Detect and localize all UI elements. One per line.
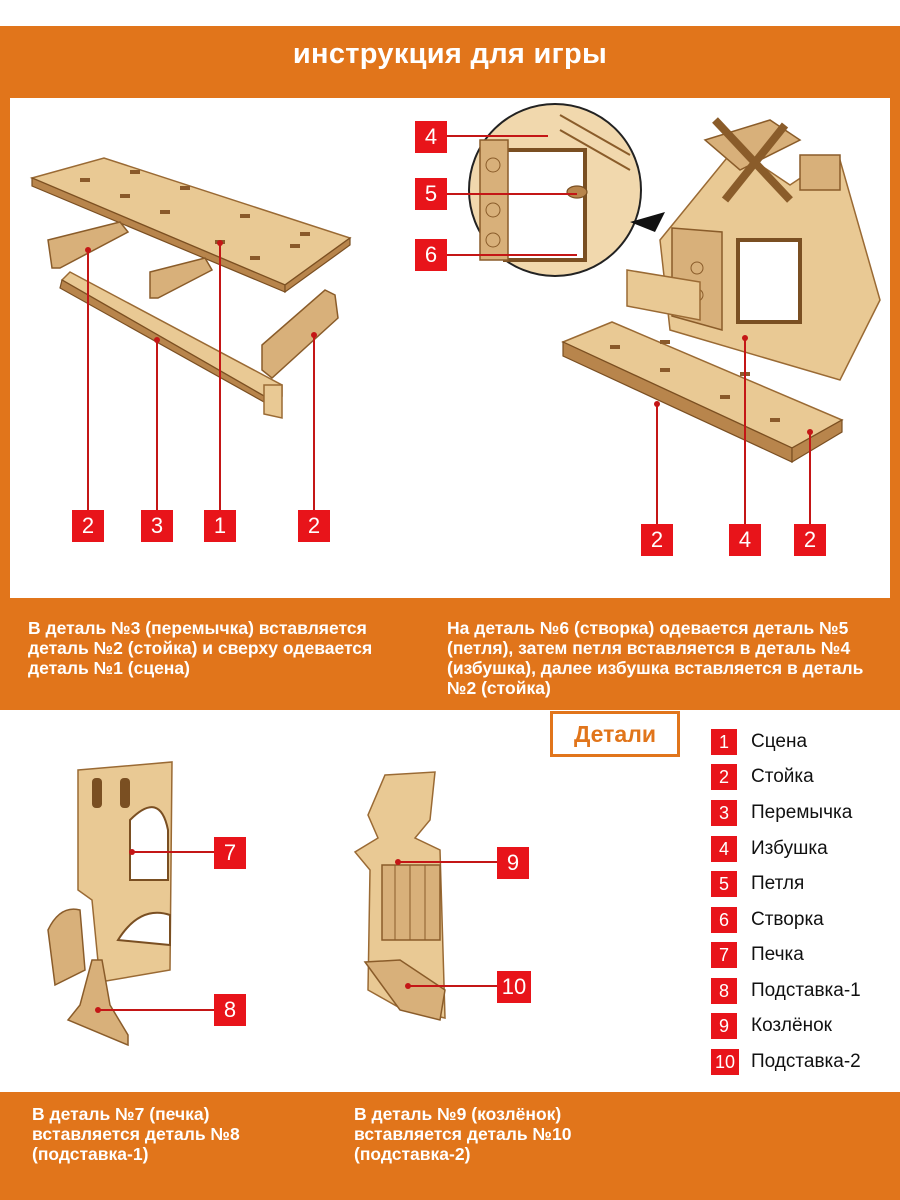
legend-number: 4 <box>711 836 737 862</box>
callout-badge-4: 4 <box>729 524 761 556</box>
legend-label: Печка <box>751 944 804 965</box>
legend-number: 3 <box>711 800 737 826</box>
callout-badge-6: 6 <box>415 239 447 271</box>
callout-badge-2: 2 <box>794 524 826 556</box>
legend-number: 10 <box>711 1049 739 1075</box>
callout-badge-10: 10 <box>497 971 531 1003</box>
legend-number: 7 <box>711 942 737 968</box>
legend-label: Перемычка <box>751 802 853 823</box>
hut-window <box>736 238 802 324</box>
bear-figure <box>47 908 86 987</box>
legend-label: Избушка <box>751 838 828 859</box>
zoom-pointer-arrow <box>630 212 665 232</box>
bottom-orange-band <box>0 1092 900 1200</box>
step-4-caption: В деталь №9 (козлёнок) вставляется детал… <box>354 1104 572 1164</box>
callout-badge-2: 2 <box>641 524 673 556</box>
step-3-caption: В деталь №7 (печка) вставляется деталь №… <box>32 1104 240 1164</box>
legend-label: Створка <box>751 909 824 930</box>
legend-label: Сцена <box>751 731 808 752</box>
legend-number: 1 <box>711 729 737 755</box>
stove-stand <box>66 959 129 1047</box>
right-stand <box>261 289 339 379</box>
legend-number: 2 <box>711 764 737 790</box>
stage-assembly-illustration <box>29 103 881 1047</box>
legend-number: 6 <box>711 907 737 933</box>
goat-stand <box>363 959 446 1021</box>
zoom-window <box>503 148 587 262</box>
legend-label: Подставка-1 <box>751 980 861 1001</box>
callout-badge-9: 9 <box>497 847 529 879</box>
callout-badge-5: 5 <box>415 178 447 210</box>
legend-label: Козлёнок <box>751 1015 832 1036</box>
step-2-caption: На деталь №6 (створка) одевается деталь … <box>447 618 864 698</box>
legend-number: 5 <box>711 871 737 897</box>
callout-badge-4: 4 <box>415 121 447 153</box>
left-stand <box>47 221 130 269</box>
callout-badge-2: 2 <box>72 510 104 542</box>
details-title-box: Детали <box>550 711 680 757</box>
step-1-caption: В деталь №3 (перемычка) вставляется дета… <box>28 618 373 678</box>
page-title: инструкция для игры <box>292 38 608 70</box>
callout-badge-3: 3 <box>141 510 173 542</box>
callout-badge-1: 1 <box>204 510 236 542</box>
legend-label: Стойка <box>751 766 814 787</box>
hinge-detail <box>566 185 588 199</box>
callout-badge-7: 7 <box>214 837 246 869</box>
hut-fence <box>626 269 701 321</box>
legend-label: Подставка-2 <box>751 1051 861 1072</box>
legend-number: 9 <box>711 1013 737 1039</box>
callout-badge-2: 2 <box>298 510 330 542</box>
chimney <box>799 154 841 191</box>
legend-label: Петля <box>751 873 805 894</box>
legend-number: 8 <box>711 978 737 1004</box>
callout-badge-8: 8 <box>214 994 246 1026</box>
details-title: Детали <box>574 721 656 747</box>
